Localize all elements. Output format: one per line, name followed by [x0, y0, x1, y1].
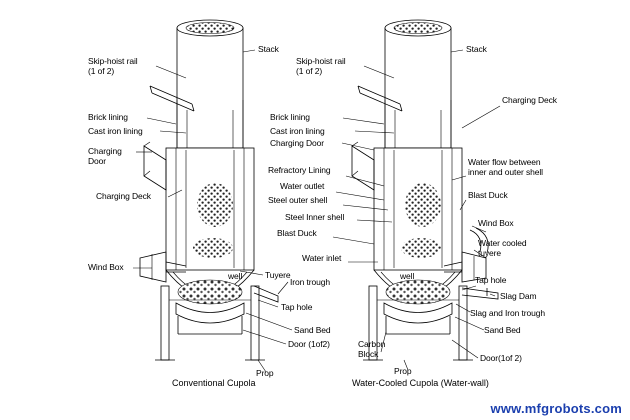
- label-left-charging-door: Charging Door: [88, 146, 122, 166]
- label-right-water-inlet: Water inlet: [302, 253, 342, 263]
- label-right-slag-dam: Slag Dam: [500, 291, 537, 301]
- watermark: www.mfgrobots.com: [490, 401, 622, 416]
- label-left-door: Door (1of2): [288, 339, 330, 349]
- label-left-wind-box: Wind Box: [88, 262, 124, 272]
- label-right-steel-outer-shell: Steel outer shell: [268, 195, 328, 205]
- label-right-charging-deck: Charging Deck: [502, 95, 557, 105]
- caption-water-cooled-cupola: Water-Cooled Cupola (Water-wall): [352, 378, 489, 388]
- label-right-door: Door(1of 2): [480, 353, 522, 363]
- label-left-sand-bed: Sand Bed: [294, 325, 331, 335]
- label-right-steel-inner-shell: Steel Inner shell: [285, 212, 345, 222]
- label-right-wind-box: Wind Box: [478, 218, 514, 228]
- label-right-blast-duct-right: Blast Duck: [468, 190, 508, 200]
- label-right-sand-bed: Sand Bed: [484, 325, 521, 335]
- label-right-carbon-block: Carbon Block: [358, 339, 386, 359]
- label-left-prop: Prop: [256, 368, 274, 378]
- label-left-skip-hoist-rail: Skip-hoist rail (1 of 2): [88, 56, 138, 76]
- label-right-brick-lining: Brick lining: [270, 112, 310, 122]
- label-left-well: well: [228, 271, 243, 281]
- label-right-charging-door: Charging Door: [270, 138, 324, 148]
- label-right-skip-hoist-rail: Skip-hoist rail (1 of 2): [296, 56, 346, 76]
- label-left-tap-hole: Tap hole: [281, 302, 313, 312]
- label-right-slag-and-iron-trough: Slag and Iron trough: [470, 308, 546, 318]
- label-right-tap-hole: Tap hole: [475, 275, 507, 285]
- label-left-brick-lining: Brick lining: [88, 112, 128, 122]
- label-right-blast-duct-left: Blast Duck: [277, 228, 317, 238]
- label-right-water-flow: Water flow between inner and outer shell: [468, 157, 543, 177]
- label-right-stack: Stack: [466, 44, 487, 54]
- label-right-water-outlet: Water outlet: [280, 181, 325, 191]
- label-left-cast-iron-lining: Cast iron lining: [88, 126, 143, 136]
- label-right-cast-iron-lining: Cast iron lining: [270, 126, 325, 136]
- label-right-water-cooled-tuyere: Water cooled tuyere: [478, 238, 527, 258]
- caption-conventional-cupola: Conventional Cupola: [172, 378, 256, 388]
- label-right-prop: Prop: [394, 366, 412, 376]
- label-left-tuyere: Tuyere: [265, 270, 291, 280]
- label-right-well: well: [400, 271, 415, 281]
- label-left-charging-deck: Charging Deck: [96, 191, 151, 201]
- label-left-iron-trough: Iron trough: [290, 277, 331, 287]
- label-right-refractory-lining: Refractory Lining: [268, 165, 331, 175]
- label-left-stack: Stack: [258, 44, 279, 54]
